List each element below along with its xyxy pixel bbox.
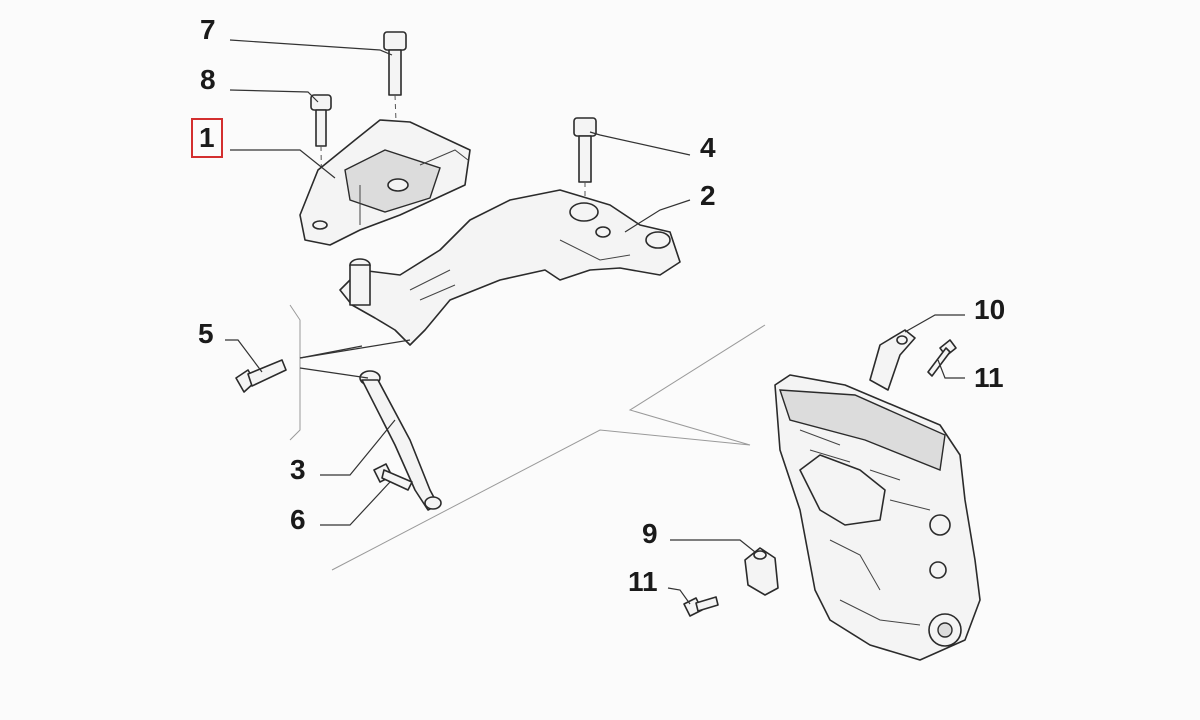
callout-6[interactable]: 6 bbox=[290, 504, 306, 535]
callout-8[interactable]: 8 bbox=[200, 64, 216, 95]
bolt-4 bbox=[573, 117, 597, 200]
zoom-guide-lines bbox=[331, 324, 766, 571]
bracket-2 bbox=[339, 189, 681, 346]
callout-10[interactable]: 10 bbox=[974, 294, 1006, 325]
callout-7[interactable]: 7 bbox=[200, 14, 216, 45]
bolt-6 bbox=[373, 463, 413, 491]
engine-mount-1 bbox=[299, 119, 471, 246]
bolt-7 bbox=[383, 31, 407, 176]
callout-11-top[interactable]: 11 bbox=[974, 362, 1004, 393]
callout-9[interactable]: 9 bbox=[642, 518, 658, 549]
torque-rod-3 bbox=[359, 370, 442, 511]
callout-5[interactable]: 5 bbox=[198, 318, 214, 349]
callout-3[interactable]: 3 bbox=[290, 454, 306, 485]
callout-1[interactable]: 1 bbox=[191, 118, 223, 158]
bracket-10 bbox=[869, 329, 916, 391]
leader-lines bbox=[225, 39, 965, 605]
engine-block bbox=[774, 374, 981, 661]
callout-4[interactable]: 4 bbox=[700, 132, 716, 163]
bracket-9 bbox=[744, 547, 779, 596]
callout-2[interactable]: 2 bbox=[700, 180, 716, 211]
callout-11-bottom[interactable]: 11 bbox=[628, 566, 658, 597]
bolt-5 bbox=[235, 359, 287, 393]
bolt-11-bottom bbox=[683, 596, 719, 617]
